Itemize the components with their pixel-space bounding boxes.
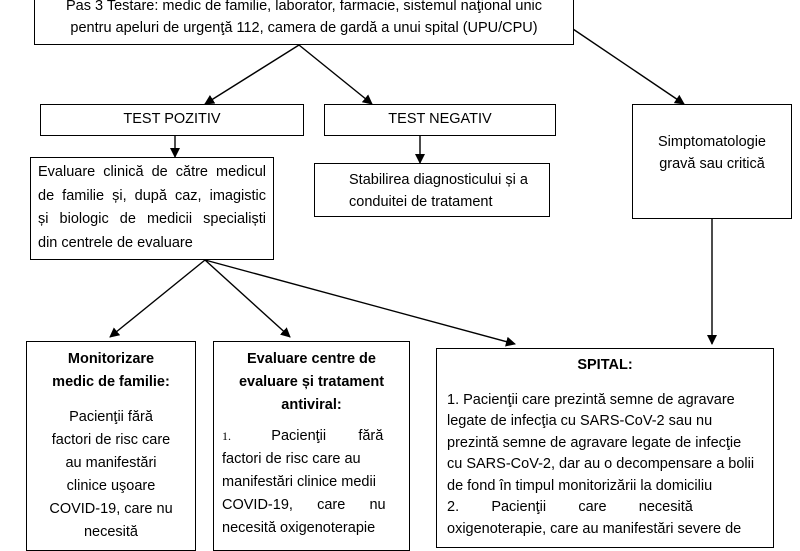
monitorizare-title-2: medic de familie: — [52, 374, 170, 390]
arrow-to-evaluare-centre — [204, 259, 291, 338]
evaluare-clinica-line-2: de familie și, după caz, imagistic — [38, 187, 266, 204]
stabilirea-box: Stabilirea diagnosticului și a conduitei… — [314, 163, 550, 217]
testare-box: Pas 3 Testare: medic de familie, laborat… — [34, 0, 574, 45]
simptomatologie-box: Simptomatologie gravă sau critică — [632, 104, 792, 219]
spital-spacer — [447, 377, 763, 390]
evaluare-centre-item-1: 1. Pacienţii fără — [222, 425, 401, 448]
arrow-to-test-negativ — [298, 44, 373, 105]
arrow-to-test-pozitiv — [204, 44, 300, 105]
evaluare-clinica-box: Evaluare clinică de către medicul de fam… — [30, 157, 274, 260]
monitorizare-line-1: Pacienţii fără — [69, 409, 153, 425]
evaluare-centre-spacer — [222, 417, 401, 425]
spital-line-4: cu SARS-CoV-2, dar au o decompensare a b… — [447, 456, 755, 472]
evaluare-clinica-line-1: Evaluare clinică de către medicul — [38, 164, 266, 180]
spital-line-3: prezintă semne de agravare legate de inf… — [447, 434, 742, 451]
testare-line-2: pentru apeluri de urgenţă 112, camera de… — [70, 20, 538, 36]
evaluare-centre-title-3: antiviral: — [281, 397, 342, 413]
arrow-to-monitorizare — [109, 259, 206, 338]
stabilirea-line-2: conduitei de tratament — [349, 194, 493, 210]
test-negativ-box: TEST NEGATIV — [324, 104, 556, 136]
evaluare-centre-item-number: 1. — [222, 429, 231, 443]
stabilirea-line-1: Stabilirea diagnosticului și a — [349, 172, 528, 188]
monitorizare-box: Monitorizare medic de familie: Pacienţii… — [26, 341, 196, 551]
connector-arrows — [109, 26, 717, 347]
evaluare-clinica-line-4: din centrele de evaluare — [38, 234, 193, 251]
spital-line-2: legate de infecţia cu SARS-CoV-2 sau nu — [447, 413, 713, 429]
arrow-to-simptomatologie — [569, 26, 685, 105]
simptomatologie-line-1: Simptomatologie — [658, 134, 766, 150]
test-pozitiv-label: TEST POZITIV — [123, 111, 221, 127]
spital-line-1: 1. Pacienţii care prezintă semne de agra… — [447, 391, 735, 408]
monitorizare-title-1: Monitorizare — [67, 351, 155, 367]
test-pozitiv-box: TEST POZITIV — [40, 104, 304, 136]
evaluare-centre-title-1: Evaluare centre de — [247, 351, 376, 367]
monitorizare-line-4: clinice uşoare — [66, 478, 156, 494]
simptomatologie-line-2: gravă sau critică — [659, 156, 765, 172]
spital-line-5: de fond în timpul monitorizării la domic… — [447, 477, 713, 494]
monitorizare-line-6: necesită — [83, 524, 138, 540]
monitorizare-spacer — [31, 394, 191, 406]
evaluare-centre-line-2: factori de risc care au — [222, 451, 361, 467]
evaluare-centre-title-2: evaluare și tratament — [238, 374, 385, 390]
spital-line-6: 2. Pacienţii care necesită — [447, 499, 693, 515]
spital-title: SPITAL: — [577, 357, 633, 373]
monitorizare-line-3: au manifestări — [65, 455, 157, 471]
testare-line-1: Pas 3 Testare: medic de familie, laborat… — [65, 0, 543, 14]
evaluare-clinica-line-3: și biologic de medicii specialiști — [38, 211, 266, 227]
evaluare-centre-line-5: necesită oxigenoterapie — [222, 520, 376, 536]
evaluare-centre-line-1: Pacienţii fără — [271, 428, 384, 444]
monitorizare-line-5: COVID-19, care nu — [49, 501, 173, 517]
evaluare-centre-box: Evaluare centre de evaluare și tratament… — [213, 341, 410, 551]
monitorizare-line-2: factori de risc care — [51, 432, 171, 448]
spital-box: SPITAL: 1. Pacienţii care prezintă semne… — [436, 348, 774, 548]
evaluare-centre-line-3: manifestări clinice medii — [222, 474, 376, 490]
test-negativ-label: TEST NEGATIV — [388, 111, 492, 127]
spital-line-7: oxigenoterapie, care au manifestări seve… — [447, 520, 742, 537]
evaluare-centre-line-4: COVID-19, care nu — [222, 497, 386, 513]
arrow-to-spital — [204, 259, 516, 347]
